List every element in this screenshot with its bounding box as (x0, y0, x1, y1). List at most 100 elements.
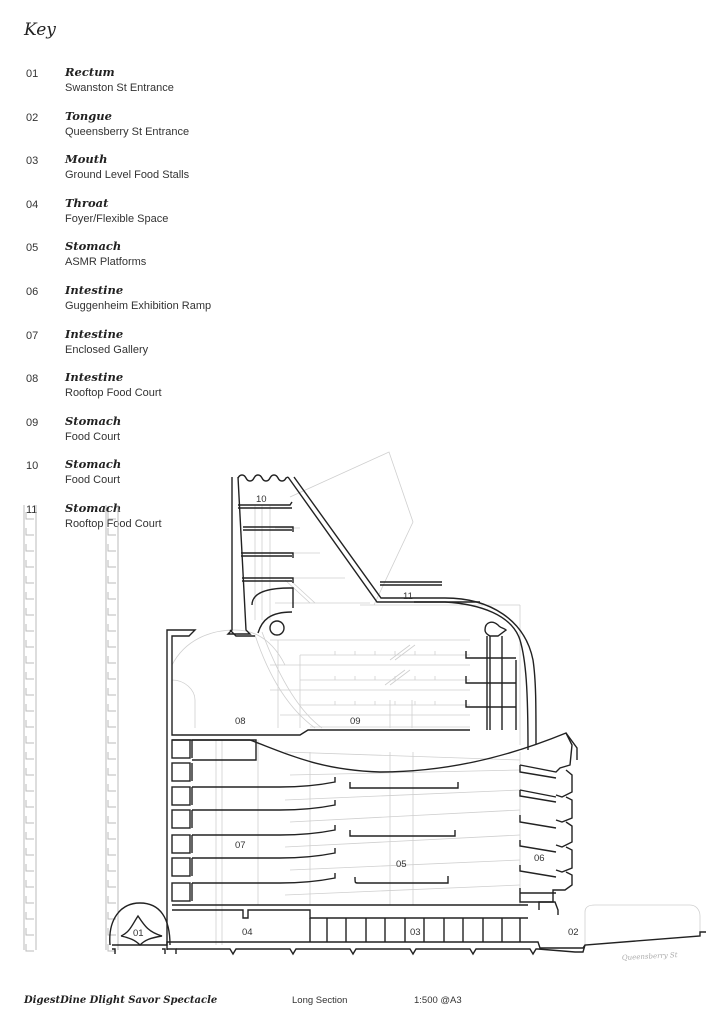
key-number: 04 (26, 198, 39, 211)
key-description: Foyer/Flexible Space (65, 212, 169, 225)
key-organ: Intestine (65, 282, 124, 297)
neighbour-window-bracket (107, 560, 116, 568)
label-02: 02 (568, 927, 579, 938)
key-number: 06 (26, 285, 39, 298)
neighbour-window-bracket (25, 576, 34, 584)
label-06: 06 (534, 853, 545, 864)
neighbour-window-bracket (25, 800, 34, 808)
neighbour-window-bracket (107, 736, 116, 744)
neighbour-window-bracket (25, 608, 34, 616)
neighbour-building-left (23, 505, 119, 952)
neighbour-window-bracket (107, 528, 116, 536)
key-organ: Stomach (65, 413, 122, 428)
primary-linework (109, 474, 706, 956)
room-labels: 01 02 03 04 05 06 07 08 09 10 11 Queensb… (133, 494, 678, 962)
neighbour-window-bracket (107, 784, 116, 792)
neighbour-window-bracket (107, 656, 116, 664)
key-number: 02 (26, 111, 39, 124)
label-01: 01 (133, 928, 144, 939)
neighbour-window-bracket (107, 768, 116, 776)
key-organ: Intestine (65, 370, 124, 385)
key-number: 11 (26, 503, 38, 516)
gallery-cell (171, 739, 191, 759)
drawing-type: Long Section (292, 995, 348, 1006)
key-number: 09 (26, 416, 39, 429)
background-linework (171, 451, 701, 945)
neighbour-window-bracket (25, 736, 34, 744)
neighbour-window-bracket (25, 624, 34, 632)
neighbour-window-bracket (107, 848, 116, 856)
key-organ: Mouth (65, 152, 108, 167)
key-description: ASMR Platforms (65, 256, 147, 269)
neighbour-window-bracket (107, 592, 116, 600)
neighbour-window-bracket (25, 928, 34, 936)
key-organ: Intestine (65, 326, 124, 341)
neighbour-window-bracket (25, 704, 34, 712)
key-organ: Stomach (65, 500, 122, 515)
neighbour-window-bracket (25, 688, 34, 696)
neighbour-window-bracket (107, 944, 116, 952)
neighbour-window-bracket (107, 832, 116, 840)
key-organ: Tongue (65, 108, 112, 123)
neighbour-window-bracket (107, 864, 116, 872)
neighbour-window-bracket (107, 624, 116, 632)
key-description: Swanston St Entrance (65, 82, 174, 94)
neighbour-window-bracket (25, 720, 34, 728)
label-08: 08 (235, 716, 246, 727)
label-04: 04 (242, 927, 253, 938)
gallery-cell (171, 809, 191, 829)
neighbour-window-bracket (25, 832, 34, 840)
key-number: 01 (26, 68, 39, 80)
drawing-scale: 1:500 @A3 (414, 995, 462, 1006)
key-description: Guggenheim Exhibition Ramp (65, 299, 212, 312)
neighbour-window-bracket (25, 544, 34, 552)
neighbour-window-bracket (25, 848, 34, 856)
label-11: 11 (403, 591, 413, 602)
gallery-cell (171, 786, 191, 806)
gallery-cell (171, 882, 191, 902)
neighbour-window-bracket (107, 512, 116, 520)
neighbour-window-bracket (25, 880, 34, 888)
neighbour-window-bracket (107, 544, 116, 552)
neighbour-window-bracket (107, 704, 116, 712)
neighbour-window-bracket (107, 688, 116, 696)
key-description: Queensberry St Entrance (65, 125, 190, 138)
key-description: Rooftop Food Court (65, 387, 162, 400)
neighbour-window-bracket (107, 752, 116, 760)
street-name-label: Queensberry St (622, 951, 678, 962)
key-organ: Rectum (65, 65, 115, 79)
gallery-cell (171, 857, 191, 877)
neighbour-window-bracket (25, 896, 34, 904)
key-description: Enclosed Gallery (65, 343, 149, 356)
key-number: 07 (26, 329, 39, 342)
neighbour-window-bracket (25, 752, 34, 760)
key-number: 10 (26, 460, 39, 473)
key-title: Key (24, 20, 56, 40)
neighbour-window-bracket (25, 672, 34, 680)
project-title: DigestDine Dlight Savor Spectacle (24, 995, 218, 1006)
label-09: 09 (350, 716, 361, 727)
neighbour-window-bracket (25, 656, 34, 664)
neighbour-window-bracket (107, 608, 116, 616)
key-description: Ground Level Food Stalls (65, 169, 190, 182)
key-organ: Throat (65, 195, 109, 210)
key-number: 08 (26, 373, 39, 386)
neighbour-window-bracket (25, 768, 34, 776)
key-description: Rooftop Food Court (65, 517, 162, 530)
label-10: 10 (256, 494, 267, 505)
neighbour-window-bracket (25, 640, 34, 648)
gallery-cell (171, 762, 191, 782)
neighbour-window-bracket (107, 672, 116, 680)
label-05: 05 (396, 859, 407, 870)
neighbour-window-bracket (25, 592, 34, 600)
neighbour-window-bracket (107, 800, 116, 808)
neighbour-window-bracket (25, 560, 34, 568)
neighbour-window-bracket (107, 640, 116, 648)
key-number: 05 (26, 242, 39, 255)
neighbour-window-bracket (107, 816, 116, 824)
key-number: 03 (26, 155, 39, 168)
neighbour-window-bracket (107, 576, 116, 584)
neighbour-window-bracket (107, 880, 116, 888)
neighbour-window-bracket (107, 896, 116, 904)
